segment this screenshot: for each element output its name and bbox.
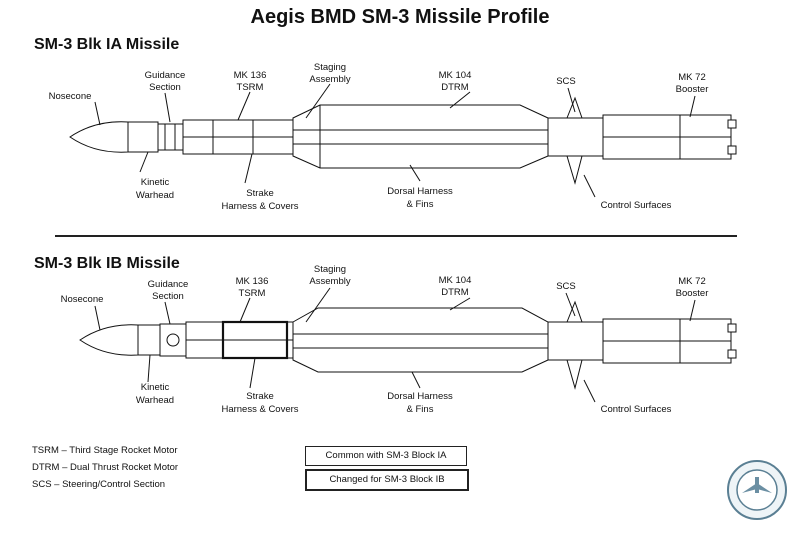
emblem-seal — [727, 460, 787, 520]
missile-diagram-blk2: Nosecone Guidance Section Kinetic Warhea… — [61, 264, 737, 415]
legend-scs: SCS – Steering/Control Section — [32, 479, 166, 490]
label-guidance-2: Section — [149, 82, 181, 93]
label-tsrm-1: MK 136 — [234, 70, 267, 81]
label-guidance-1: Guidance — [145, 70, 186, 81]
label-staging-1: Staging — [314, 62, 346, 73]
label-dorsal-1: Dorsal Harness — [387, 391, 453, 402]
label-dorsal-2: & Fins — [407, 404, 434, 415]
label-dtrm-2: DTRM — [441, 287, 469, 298]
label-kinetic-2: Warhead — [136, 395, 174, 406]
label-tsrm-2: TSRM — [237, 82, 264, 93]
label-kinetic-2: Warhead — [136, 190, 174, 201]
label-kinetic-1: Kinetic — [141, 382, 170, 393]
legend-box-common: Common with SM-3 Block IA — [305, 446, 467, 466]
scs-shape — [547, 321, 604, 361]
guidance-section-shape — [157, 123, 184, 151]
label-dtrm-1: MK 104 — [439, 275, 472, 286]
control-surface — [566, 96, 583, 119]
dtrm-shape — [292, 104, 549, 169]
label-strake-2: Harness & Covers — [221, 201, 298, 212]
label-scs: SCS — [556, 76, 576, 87]
label-booster-1: MK 72 — [678, 276, 705, 287]
label-tsrm-1: MK 136 — [236, 276, 269, 287]
missile-diagram-blk1: Nosecone Guidance Section Kinetic Warhea… — [49, 62, 737, 212]
blk2-heading: SM-3 Blk IB Missile — [34, 255, 180, 272]
legend-box-changed: Changed for SM-3 Block IB — [305, 469, 469, 491]
label-dtrm-1: MK 104 — [439, 70, 472, 81]
nosecone-shape — [79, 324, 139, 356]
kinetic-warhead-shape — [137, 324, 161, 356]
label-tsrm-2: TSRM — [239, 288, 266, 299]
legend-dtrm: DTRM – Dual Thrust Rocket Motor — [32, 462, 179, 473]
label-strake-1: Strake — [246, 188, 273, 199]
label-dtrm-2: DTRM — [441, 82, 469, 93]
section-divider — [55, 235, 737, 237]
control-surface — [566, 300, 583, 323]
label-scs: SCS — [556, 281, 576, 292]
label-control: Control Surfaces — [601, 404, 672, 415]
label-strake-1: Strake — [246, 391, 273, 402]
label-booster-2: Booster — [676, 84, 709, 95]
label-nosecone: Nosecone — [49, 91, 92, 102]
dtrm-shape — [292, 307, 549, 373]
label-guidance-1: Guidance — [148, 279, 189, 290]
label-dorsal-1: Dorsal Harness — [387, 186, 453, 197]
label-strake-2: Harness & Covers — [221, 404, 298, 415]
blk1-heading: SM-3 Blk IA Missile — [34, 36, 180, 53]
scs-shape — [547, 117, 604, 157]
label-nosecone: Nosecone — [61, 294, 104, 305]
legend-tsrm: TSRM – Third Stage Rocket Motor — [32, 445, 178, 456]
label-staging-2: Assembly — [309, 74, 350, 85]
label-dorsal-2: & Fins — [407, 199, 434, 210]
label-booster-2: Booster — [676, 288, 709, 299]
label-staging-2: Assembly — [309, 276, 350, 287]
nosecone-shape — [69, 121, 129, 153]
label-staging-1: Staging — [314, 264, 346, 275]
page-title: Aegis BMD SM-3 Missile Profile — [250, 6, 550, 28]
kinetic-warhead-shape — [127, 121, 159, 153]
label-kinetic-1: Kinetic — [141, 177, 170, 188]
label-booster-1: MK 72 — [678, 72, 705, 83]
label-guidance-2: Section — [152, 291, 184, 302]
label-control: Control Surfaces — [601, 200, 672, 211]
guidance-section-shape — [159, 323, 187, 357]
